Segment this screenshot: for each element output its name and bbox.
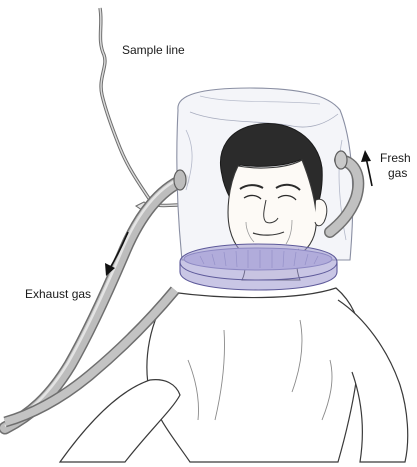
fresh-gas-label: Fresh gas (380, 151, 411, 181)
sample-line-tube-core (100, 8, 178, 206)
exhaust-gas-label: Exhaust gas (25, 287, 91, 302)
fresh-gas-label-line1: Fresh (380, 151, 411, 166)
fresh-gas-port (335, 151, 347, 169)
collar-ring (180, 244, 337, 290)
sample-line-tube (100, 8, 178, 206)
sample-line-label: Sample line (122, 43, 185, 58)
fresh-gas-label-line2: gas (380, 166, 411, 181)
exhaust-port (174, 170, 186, 190)
patient-gown (147, 288, 360, 462)
